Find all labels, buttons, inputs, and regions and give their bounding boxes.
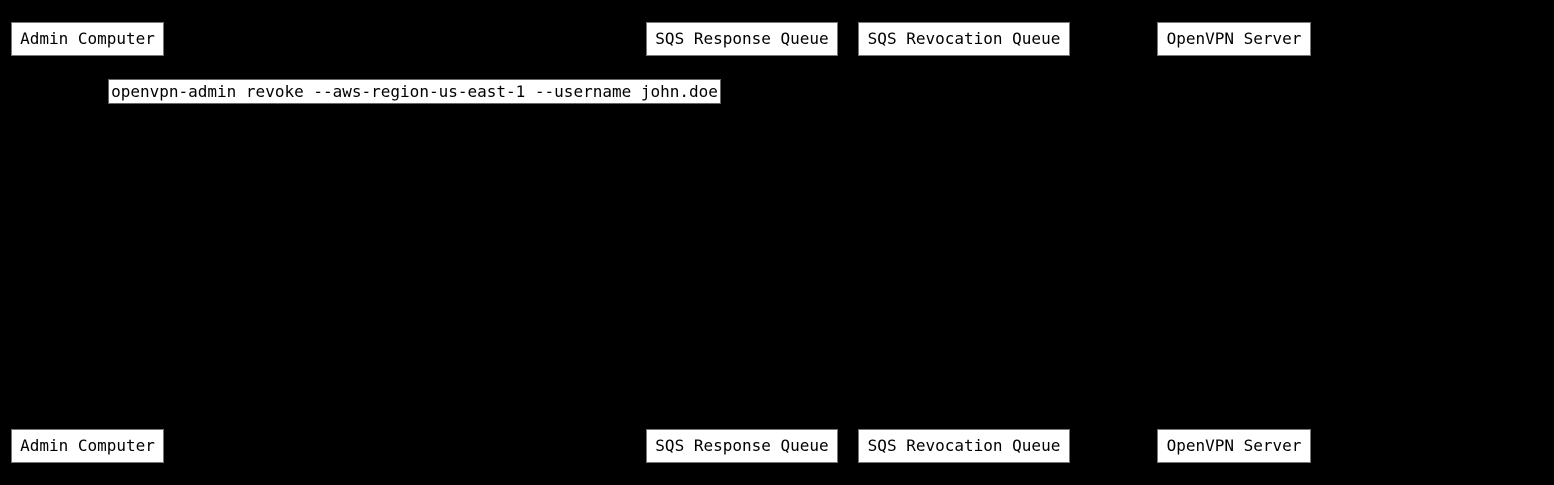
actor-bottom-admin-computer: Admin Computer [11,429,164,463]
actor-bottom-openvpn-server: OpenVPN Server [1157,429,1311,463]
actor-top-sqs-response-queue: SQS Response Queue [646,22,838,56]
actor-bottom-sqs-response-queue: SQS Response Queue [646,429,838,463]
actor-bottom-sqs-revocation-queue: SQS Revocation Queue [858,429,1070,463]
actor-top-sqs-revocation-queue: SQS Revocation Queue [858,22,1070,56]
actor-top-openvpn-server: OpenVPN Server [1157,22,1311,56]
actor-top-admin-computer: Admin Computer [11,22,164,56]
message-label-revoke-command: openvpn-admin revoke --aws-region-us-eas… [108,79,721,104]
